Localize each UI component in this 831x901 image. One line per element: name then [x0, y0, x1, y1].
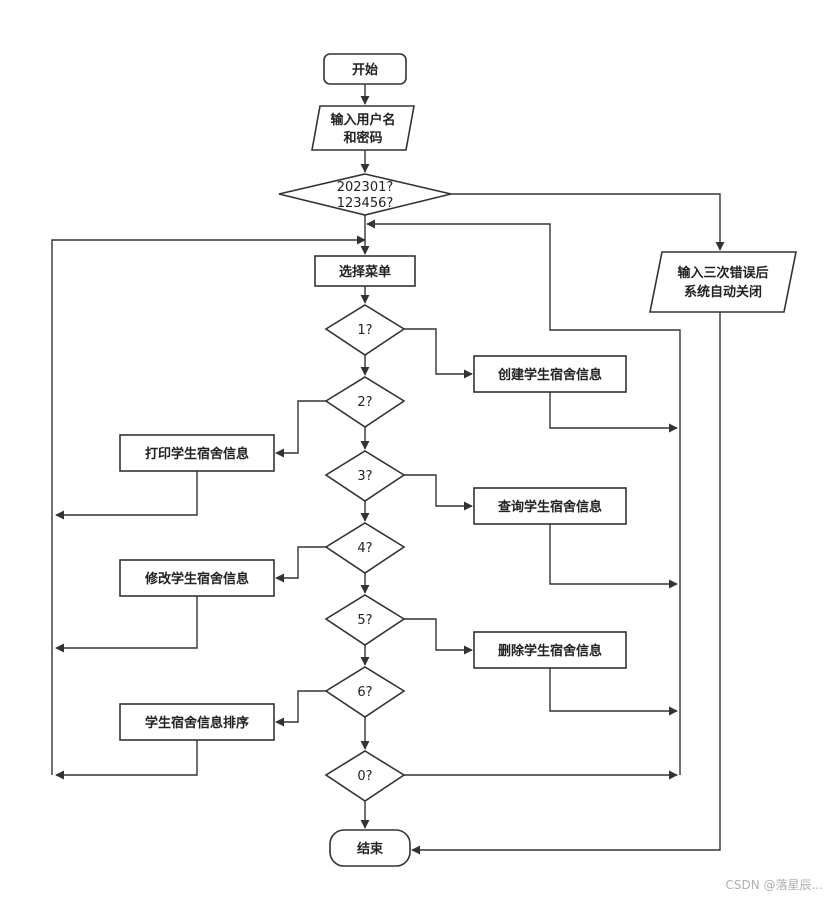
decision-3: 3? [324, 450, 406, 502]
edge-check-lockout [451, 193, 725, 251]
login-check-line1: 202301? [337, 180, 394, 195]
input-label-line2: 和密码 [343, 130, 382, 146]
decision-4: 4? [324, 522, 406, 574]
decision-6-label: 6? [357, 685, 372, 700]
input-label-line1: 输入用户名 [330, 112, 395, 128]
lockout-line1: 输入三次错误后 [677, 265, 768, 281]
decision-4-label: 4? [357, 541, 372, 556]
create-label: 创建学生宿舍信息 [497, 367, 602, 383]
edge-d4-modify [275, 546, 326, 583]
delete-label: 删除学生宿舍信息 [498, 643, 602, 659]
edge-d5-delete [404, 618, 473, 655]
edge-d2-print [275, 400, 326, 458]
decision-2-label: 2? [357, 395, 372, 410]
lockout-line2: 系统自动关闭 [684, 284, 762, 300]
end-node: 结束 [329, 829, 411, 867]
edge-lockout-end [411, 312, 721, 855]
modify-label: 修改学生宿舍信息 [144, 571, 249, 587]
decision-0: 0? [324, 750, 406, 802]
end-label: 结束 [357, 841, 384, 857]
decision-6: 6? [324, 666, 406, 718]
print-node: 打印学生宿舍信息 [119, 434, 275, 472]
edge-d6-sort [275, 690, 326, 727]
edges [51, 84, 725, 855]
select-menu-label: 选择菜单 [339, 264, 391, 280]
edge-sort-left [55, 740, 198, 780]
select-menu-node: 选择菜单 [314, 255, 416, 287]
edge-right-loop [366, 219, 681, 775]
decision-5: 5? [324, 594, 406, 646]
input-node: 输入用户名 和密码 [311, 105, 415, 151]
edge-query-right [549, 524, 678, 589]
decision-0-label: 0? [357, 769, 372, 784]
edge-d1-create [404, 328, 473, 379]
start-node: 开始 [323, 53, 407, 85]
create-node: 创建学生宿舍信息 [473, 355, 627, 393]
edge-create-right [549, 392, 678, 433]
watermark-text: CSDN @落星辰... [725, 878, 823, 892]
login-check-line2: 123456? [337, 196, 394, 211]
edge-delete-right [549, 668, 678, 716]
edge-print-left [55, 471, 198, 520]
decision-5-label: 5? [357, 613, 372, 628]
modify-node: 修改学生宿舍信息 [119, 559, 275, 597]
query-label: 查询学生宿舍信息 [497, 499, 602, 515]
edge-d3-query [404, 474, 473, 511]
lockout-node: 输入三次错误后 系统自动关闭 [649, 251, 797, 313]
start-label: 开始 [352, 62, 378, 78]
login-check-node: 202301? 123456? [278, 173, 452, 216]
decision-1: 1? [324, 304, 406, 356]
sort-label: 学生宿舍信息排序 [145, 715, 249, 731]
delete-node: 删除学生宿舍信息 [473, 631, 627, 669]
query-node: 查询学生宿舍信息 [473, 487, 627, 525]
edge-left-loop [51, 235, 366, 775]
print-label: 打印学生宿舍信息 [145, 446, 249, 462]
sort-node: 学生宿舍信息排序 [119, 703, 275, 741]
decision-1-label: 1? [357, 323, 372, 338]
edge-modify-left [55, 596, 198, 653]
decision-2: 2? [324, 376, 406, 428]
decision-3-label: 3? [357, 469, 372, 484]
